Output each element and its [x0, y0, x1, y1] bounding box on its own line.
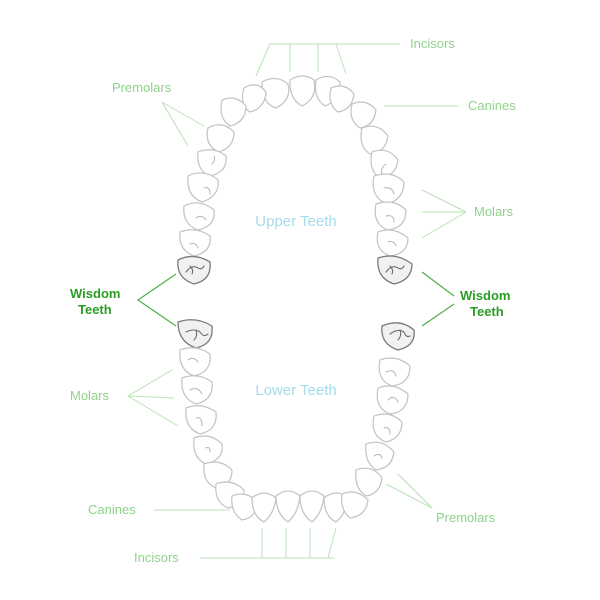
incisors-top-label: Incisors [410, 36, 455, 51]
lower-molar [179, 347, 211, 377]
upper-canine [350, 101, 377, 129]
molars-right-label: Molars [474, 204, 514, 219]
lower-incisor [275, 490, 301, 523]
upper-molar [179, 229, 211, 257]
upper-premolar [360, 125, 389, 155]
premolars-bottom-label: Premolars [436, 510, 496, 525]
lower-arch [177, 319, 415, 523]
upper-molar [376, 229, 409, 257]
canines-bottom-label: Canines [88, 502, 136, 517]
leader-lines [127, 43, 467, 559]
upper-premolar [220, 97, 247, 127]
upper-premolar [206, 124, 235, 153]
upper-molar [187, 172, 219, 203]
lower-incisor [299, 490, 325, 523]
upper-wisdom-tooth-left [177, 255, 211, 285]
lower-canine [341, 491, 369, 519]
wisdom-left-label-line2: Teeth [78, 302, 112, 317]
upper-molar [197, 149, 227, 177]
canines-top-label: Canines [468, 98, 516, 113]
lower-molar [376, 385, 409, 415]
upper-incisor [261, 77, 290, 109]
molars-left-label: Molars [70, 388, 110, 403]
lower-molar [193, 435, 223, 465]
upper-canine [241, 84, 267, 113]
upper-molar [372, 173, 405, 205]
upper-incisor [329, 85, 355, 113]
lower-incisor [251, 492, 277, 523]
wisdom-right-label-line2: Teeth [470, 304, 504, 319]
upper-teeth-label: Upper Teeth [255, 213, 336, 230]
lower-teeth-label: Lower Teeth [255, 382, 336, 399]
lower-wisdom-tooth-left [177, 319, 213, 349]
lower-premolar [355, 467, 383, 497]
premolars-top-label: Premolars [112, 80, 172, 95]
upper-wisdom-tooth-right [377, 255, 413, 285]
lower-molar [181, 375, 213, 405]
wisdom-left-label-line1: Wisdom [70, 286, 120, 301]
upper-incisor [289, 75, 316, 107]
upper-arch [177, 75, 413, 285]
wisdom-right-label-line1: Wisdom [460, 288, 510, 303]
lower-wisdom-tooth-right [381, 322, 415, 351]
lower-canine [231, 493, 259, 521]
incisors-bottom-label: Incisors [134, 550, 179, 565]
lower-premolar [365, 441, 395, 471]
upper-premolar [370, 149, 399, 179]
